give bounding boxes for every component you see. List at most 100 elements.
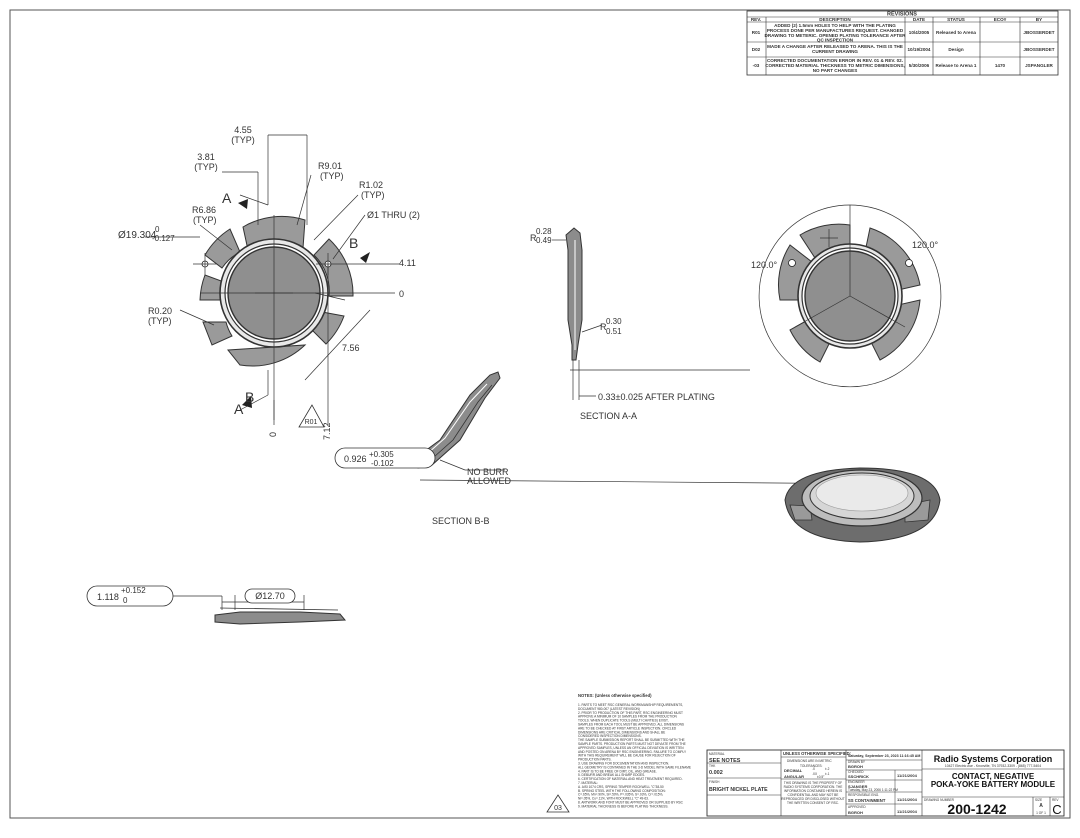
rev-row-by: JBOSSERDET [1023, 30, 1054, 35]
rev-row-desc: CORRECTED DOCUMENTATION ERROR IN REV. 01… [767, 58, 903, 63]
note-line: 2. PRIOR TO PRODUCTION OF THIS PART, RSC… [578, 711, 683, 715]
dim-r686-typ: (TYP) [193, 215, 217, 225]
contact-tab [313, 238, 354, 297]
tol-xx: .XX [812, 772, 818, 776]
section-a-r-top-upper: 0.28 [536, 227, 552, 236]
rev-header-rev: REV. [751, 17, 761, 22]
material-value: SEE NOTES [709, 758, 741, 764]
decimal-label: DECIMAL [784, 768, 803, 773]
proprietary-line: REPRODUCED OR DISCLOSED WITHOUT [781, 797, 844, 801]
rev-row-desc: MADE A CHANGE AFTER RELEASED TO ARENA. T… [767, 44, 903, 49]
proprietary-line: THIS DRAWING IS THE PROPERTY OF [784, 781, 842, 785]
angular-label: ANGULAR [784, 774, 804, 779]
rev-row-desc: CORRECTED MATERIAL THICKNESS TO METRIC D… [765, 63, 905, 68]
rev-row-desc: NO PART CHANGES [813, 68, 858, 73]
rev-header-desc: DESCRIPTION [819, 17, 851, 22]
note-line: AND POSTED ON ARENA BY RSC ENGINEERING. … [578, 750, 687, 754]
rev-row-rev: -03 [753, 63, 760, 68]
rev-triangle [298, 404, 325, 428]
side-view: 1.118 +0.152 0 Ø12.70 [86, 585, 347, 625]
dim-756: 7.56 [342, 343, 360, 353]
section-b-burr-1: NO BURR [467, 467, 509, 477]
rev-row-desc: PROCESS DONE PER MANUFACTURES REQUEST. C… [767, 28, 904, 33]
part-title-1: CONTACT, NEGATIVE [952, 772, 1035, 781]
note-line: TOOLS. WHEN DUPLICATE TOOLS (MULTI CAVIT… [578, 719, 669, 723]
dim-411: 4.11 [399, 258, 416, 268]
note-triangle [546, 794, 570, 813]
rev-row-desc: DRAWING TO METERIC. OPENED PLATING TOLER… [765, 33, 907, 38]
dim-455-typ: (TYP) [231, 135, 255, 145]
section-b-bottom-label: B [245, 389, 254, 405]
side-dim-box [86, 585, 174, 607]
section-a-profile [565, 227, 583, 361]
note-line: C=.65%, Mn=.90%, Si=.50%, P=.035%, S=.03… [578, 793, 663, 797]
note-line: APPROVE A MINIMUM OF 10 SAMPLES FROM THE… [578, 715, 677, 719]
right-view: 120.0° 120.0° [751, 204, 942, 388]
note-line: ALL GEOMETRY IS CONTAINED IN THE 3-D MOD… [578, 765, 691, 769]
contact-tab [204, 228, 241, 269]
size-value: A [1039, 803, 1043, 809]
resp-label: RESPONSIBLE ENG. [848, 793, 879, 797]
rev-header-by: BY [1036, 17, 1042, 22]
note-line: Ni=.05%, Cu=.11%, WITH ROCKWELL "C" 49-6… [578, 797, 649, 801]
dim-hole: Ø1 THRU (2) [367, 210, 420, 220]
angle-right: 120.0° [912, 240, 939, 250]
note-line: 5. DEBURR AND BREAK ALL SHARP EDGES. [578, 773, 645, 777]
material-label: MATERIAL [709, 752, 725, 756]
proprietary-line: INFORMATION CONTAINED HEREIN IS [784, 789, 842, 793]
rev-header-date: DATE [913, 17, 925, 22]
notes-block: NOTES: (Unless otherwise specified) 1. P… [578, 693, 691, 808]
section-b-dim-lower: -0.102 [371, 459, 394, 468]
proprietary-line: RADIO SYSTEMS CORPORATION. THE [784, 785, 843, 789]
rev-row-status: Release to Arena 1 [936, 63, 977, 68]
dim-dia-lower: -0.127 [152, 234, 175, 243]
front-view: 4.55 (TYP) 3.81 (TYP) R9.01 (TYP) R1.02 … [118, 125, 420, 440]
dim-0-bottom: 0 [268, 432, 278, 437]
note-line: DIMENSIONS ARE CRITICAL DIMENSIONS AND S… [578, 730, 665, 734]
section-b-dim-box [334, 447, 436, 469]
thickness-value: 0.002 [709, 770, 723, 776]
rev-row-rev: D02 [752, 47, 761, 52]
company-name: Radio Systems Corporation [934, 754, 1053, 764]
dim-r102: R1.02 [359, 180, 383, 190]
dim-455: 4.55 [234, 125, 252, 135]
rev-row-desc: CURRENT DRAWING [812, 49, 858, 54]
appr-label: APPROVED [848, 805, 866, 809]
rev-row-status: Design [948, 47, 964, 52]
checked-date: 11/21/2004 [897, 773, 918, 778]
note-line: WITH THIS REQUIREMENT WILL BE CAUSE FOR … [578, 754, 676, 758]
drawing-border [9, 9, 1071, 819]
note-line: 9. MATERIAL THICKNESS IS BEFORE PLATING … [578, 804, 668, 808]
note-line: SAMPLE PARTS. PRODUCTION PARTS MUST NOT … [578, 742, 686, 746]
notes-title: NOTES: (Unless otherwise specified) [578, 693, 652, 698]
section-a-a: R 0.28 0.49 R 0.30 0.51 0.33±0.025 AFTER… [530, 227, 750, 421]
section-a-label: SECTION A-A [580, 411, 637, 421]
dim-dia: Ø19.304 [118, 230, 157, 241]
note-line: 8. ARTWORK AND FONT MUST BE APPROVED OR … [578, 801, 684, 805]
company-address: 10427 Electric Ave - Knoxville, TN 37932… [945, 764, 1041, 768]
dim-r020: R0.20 [148, 306, 172, 316]
section-b-right-label: B [349, 235, 358, 251]
rev-header-status: STATUS [947, 17, 965, 22]
section-b-b: 0.926 +0.305 -0.102 NO BURR ALLOWED SECT… [334, 371, 901, 526]
proprietary-line: THE WRITTEN CONSENT OF RSC. [787, 801, 839, 805]
dim-r901-typ: (TYP) [320, 171, 344, 181]
checked-label: CHECKED [848, 770, 864, 774]
part-title-2: POKA-YOKE BATTERY MODULE [931, 780, 1056, 789]
rev-row-desc: ADDED (2) 1.5mm HOLES TO HELP WITH THE P… [774, 23, 896, 28]
rev-value: C [1052, 802, 1061, 817]
eng-label: ENGINEER [848, 780, 865, 784]
section-a-bottom-label: A [234, 401, 244, 417]
note-line: PRODUCTION PARTS. [578, 758, 612, 762]
dim-r102-typ: (TYP) [361, 190, 385, 200]
date-created: Saturday, September 23, 2023 11:16:45 AM [848, 754, 920, 758]
rev-row-date: 10/4/2005 [909, 30, 930, 35]
section-a-r-bot: R [600, 322, 607, 332]
finish-value: BRIGHT NICKEL PLATE [709, 787, 768, 793]
revision-table: REVISIONS REV. DESCRIPTION DATE STATUS E… [746, 10, 1059, 76]
note-line: SAMPLES FROM EACH TOOL MUST BE APPROVED.… [578, 723, 684, 727]
title-block: MATERIAL SEE NOTES THK 0.002 FINISH BRIG… [706, 749, 1065, 817]
dim-381: 3.81 [197, 152, 215, 162]
